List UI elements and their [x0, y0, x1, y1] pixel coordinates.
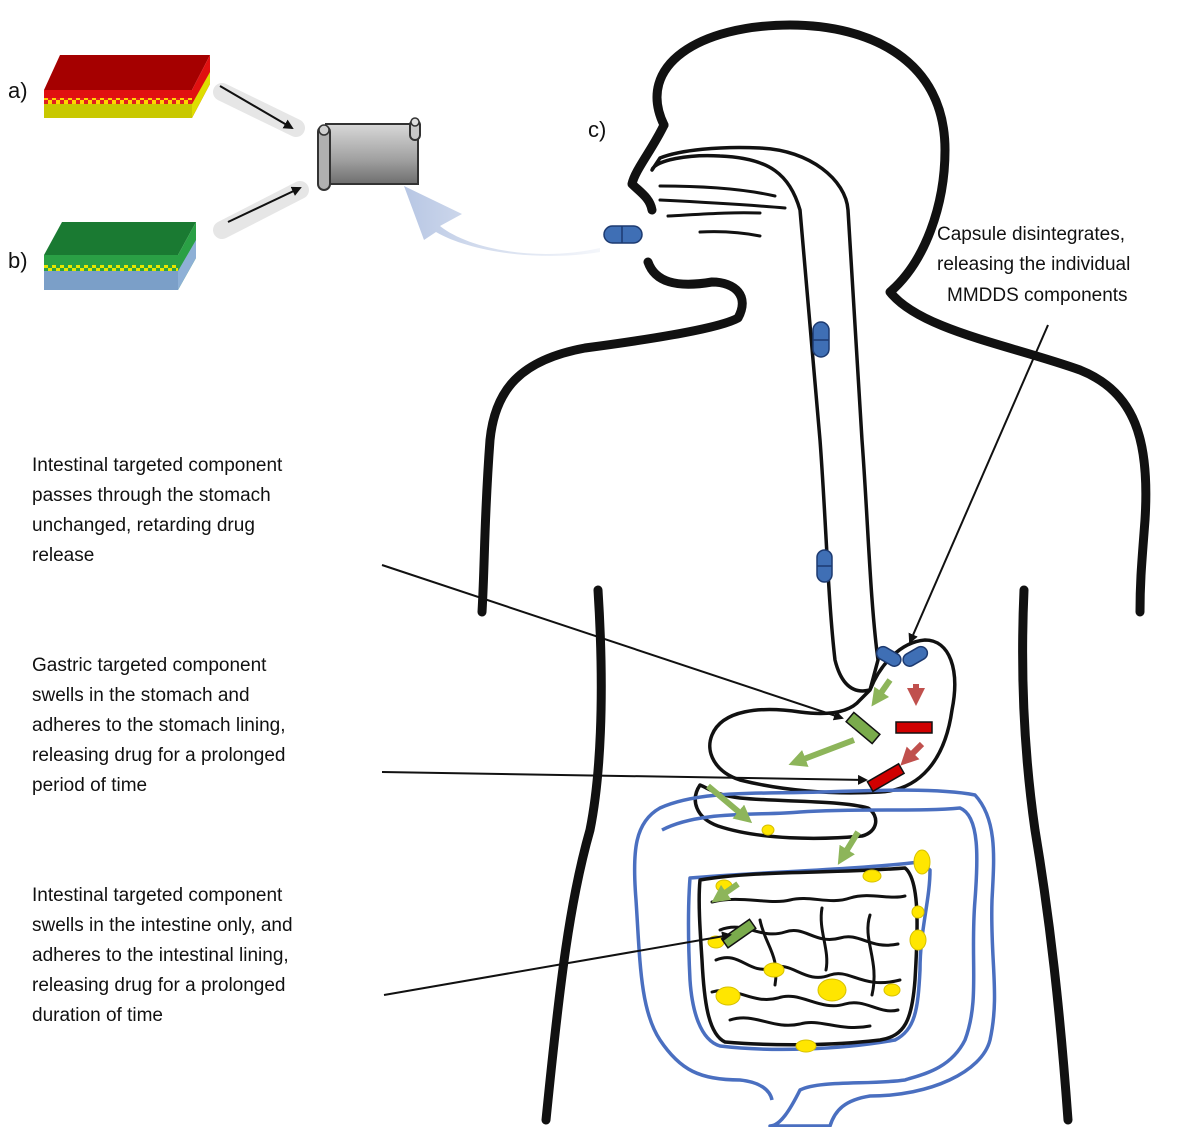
annotation-passes-line: release: [32, 545, 94, 566]
capsule-esophagus-1: [813, 322, 829, 357]
annotation-gastric-line: adheres to the stomach lining,: [32, 715, 286, 736]
esophagus: [652, 147, 878, 690]
annotation-intestinal-line: swells in the intestine only, and: [32, 915, 293, 936]
film-b: [44, 222, 196, 290]
capsule-origin-arrow: [404, 186, 600, 256]
annotation-passes-line: passes through the stomach: [32, 485, 271, 506]
annotation-intestinal: Intestinal targeted component swells in …: [32, 885, 293, 1026]
annotation-gastric-line: swells in the stomach and: [32, 685, 250, 706]
rolled-sheet: [318, 118, 420, 190]
film-to-roll-arrows: [220, 86, 300, 230]
annotation-gastric-line: releasing drug for a prolonged: [32, 745, 286, 766]
film-a: [44, 55, 210, 118]
annotation-capsule-line: releasing the individual: [937, 254, 1130, 275]
annotation-gastric: Gastric targeted component swells in the…: [32, 655, 286, 796]
panel-label-b: b): [8, 248, 28, 273]
annotation-gastric-line: period of time: [32, 775, 147, 796]
annotation-intestinal-line: adheres to the intestinal lining,: [32, 945, 289, 966]
annotation-capsule: Capsule disintegrates, releasing the ind…: [937, 224, 1130, 306]
annotation-gastric-line: Gastric targeted component: [32, 655, 267, 676]
annotation-passes-line: unchanged, retarding drug: [32, 515, 255, 536]
panel-label-a: a): [8, 78, 28, 103]
annotation-capsule-line: MMDDS components: [947, 285, 1128, 306]
capsule-esophagus-2: [817, 550, 832, 582]
small-intestine: [699, 868, 917, 1045]
gastric-component-floating: [896, 722, 932, 733]
annotation-intestinal-line: releasing drug for a prolonged: [32, 975, 286, 996]
capsule-mouth: [604, 226, 642, 243]
annotation-intestinal-line: duration of time: [32, 1005, 163, 1026]
panel-label-c: c): [588, 117, 606, 142]
annotation-intestinal-line: Intestinal targeted component: [32, 885, 283, 906]
annotation-passes-line: Intestinal targeted component: [32, 455, 283, 476]
annotation-passes-through: Intestinal targeted component passes thr…: [32, 455, 283, 566]
annotation-capsule-line: Capsule disintegrates,: [937, 224, 1125, 245]
